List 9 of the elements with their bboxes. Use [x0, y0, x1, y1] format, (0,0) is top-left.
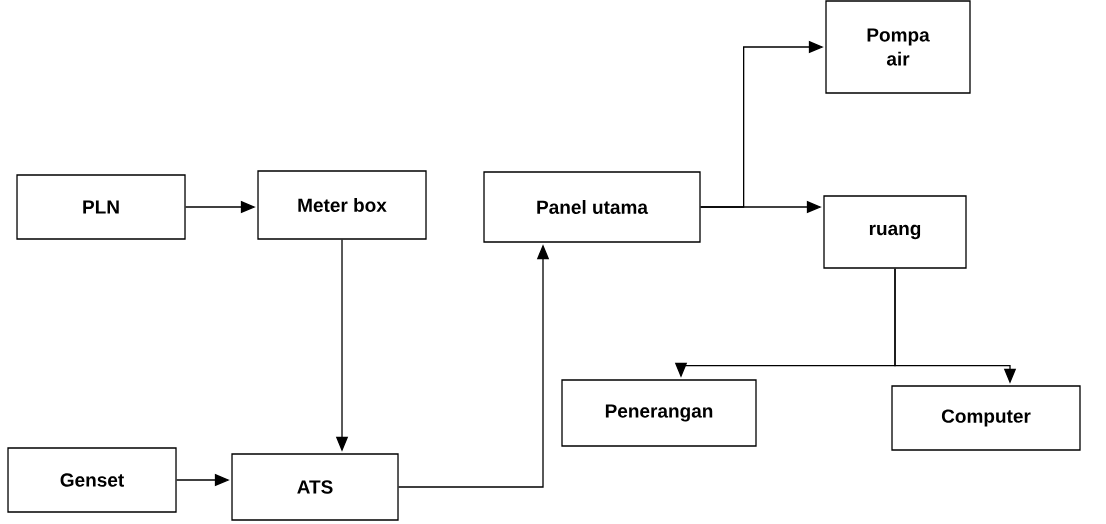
process-box: Meter box	[257, 170, 427, 240]
process-box: Panel utama	[483, 171, 701, 243]
process-box: Pompa air	[825, 0, 971, 94]
process-box: ATS	[231, 453, 399, 521]
process-box: Computer	[891, 385, 1081, 451]
process-box: ruang	[823, 195, 967, 269]
process-box: Genset	[7, 447, 177, 513]
process-box: PLN	[16, 174, 186, 240]
process-box: Penerangan	[561, 379, 757, 447]
